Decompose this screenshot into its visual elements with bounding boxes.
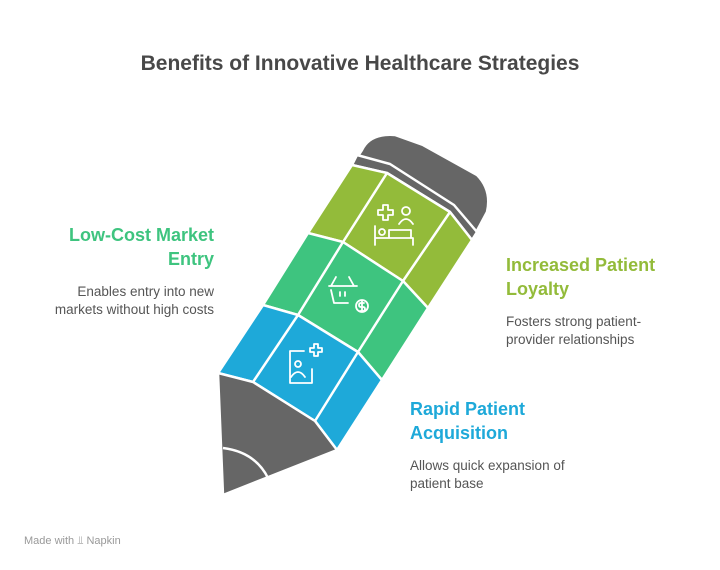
low-cost-market-entry-heading: Low-Cost Market Entry xyxy=(20,223,214,271)
brand-label: Napkin xyxy=(86,535,121,547)
made-with-label: Made with xyxy=(24,535,75,547)
increased-patient-loyalty-heading: Increased Patient Loyalty xyxy=(506,253,655,301)
pencil-tip xyxy=(216,371,339,497)
hospital-bed-patient-icon xyxy=(374,204,414,246)
desc-line: patient base xyxy=(410,476,484,491)
desc-line: Allows quick expansion of xyxy=(410,458,565,473)
shopping-basket-dollar-icon xyxy=(328,276,369,313)
napkin-logo-icon: ⫫ xyxy=(77,535,84,547)
desc-line: markets without high costs xyxy=(54,302,214,317)
heading-line: Loyalty xyxy=(506,279,570,299)
heading-line: Rapid Patient xyxy=(410,399,526,419)
increased-patient-loyalty-description: Fosters strong patient- provider relatio… xyxy=(506,313,641,349)
lead-arc xyxy=(222,446,270,479)
rapid-patient-acquisition-heading: Rapid Patient Acquisition xyxy=(410,397,525,445)
page-title: Benefits of Innovative Healthcare Strate… xyxy=(140,52,580,75)
desc-line: Enables entry into new xyxy=(77,284,214,299)
low-cost-market-entry-description: Enables entry into new markets without h… xyxy=(20,283,214,319)
heading-line: Low-Cost Market xyxy=(68,225,214,245)
add-patient-icon xyxy=(289,343,323,384)
desc-line: provider relationships xyxy=(506,332,635,347)
heading-line: Entry xyxy=(167,249,214,269)
made-with-napkin-badge[interactable]: Made with ⫫ Napkin xyxy=(24,535,121,548)
desc-line: Fosters strong patient- xyxy=(506,314,642,329)
heading-line: Increased Patient xyxy=(506,255,656,275)
heading-line: Acquisition xyxy=(410,423,508,443)
rapid-patient-acquisition-description: Allows quick expansion of patient base xyxy=(410,457,565,493)
